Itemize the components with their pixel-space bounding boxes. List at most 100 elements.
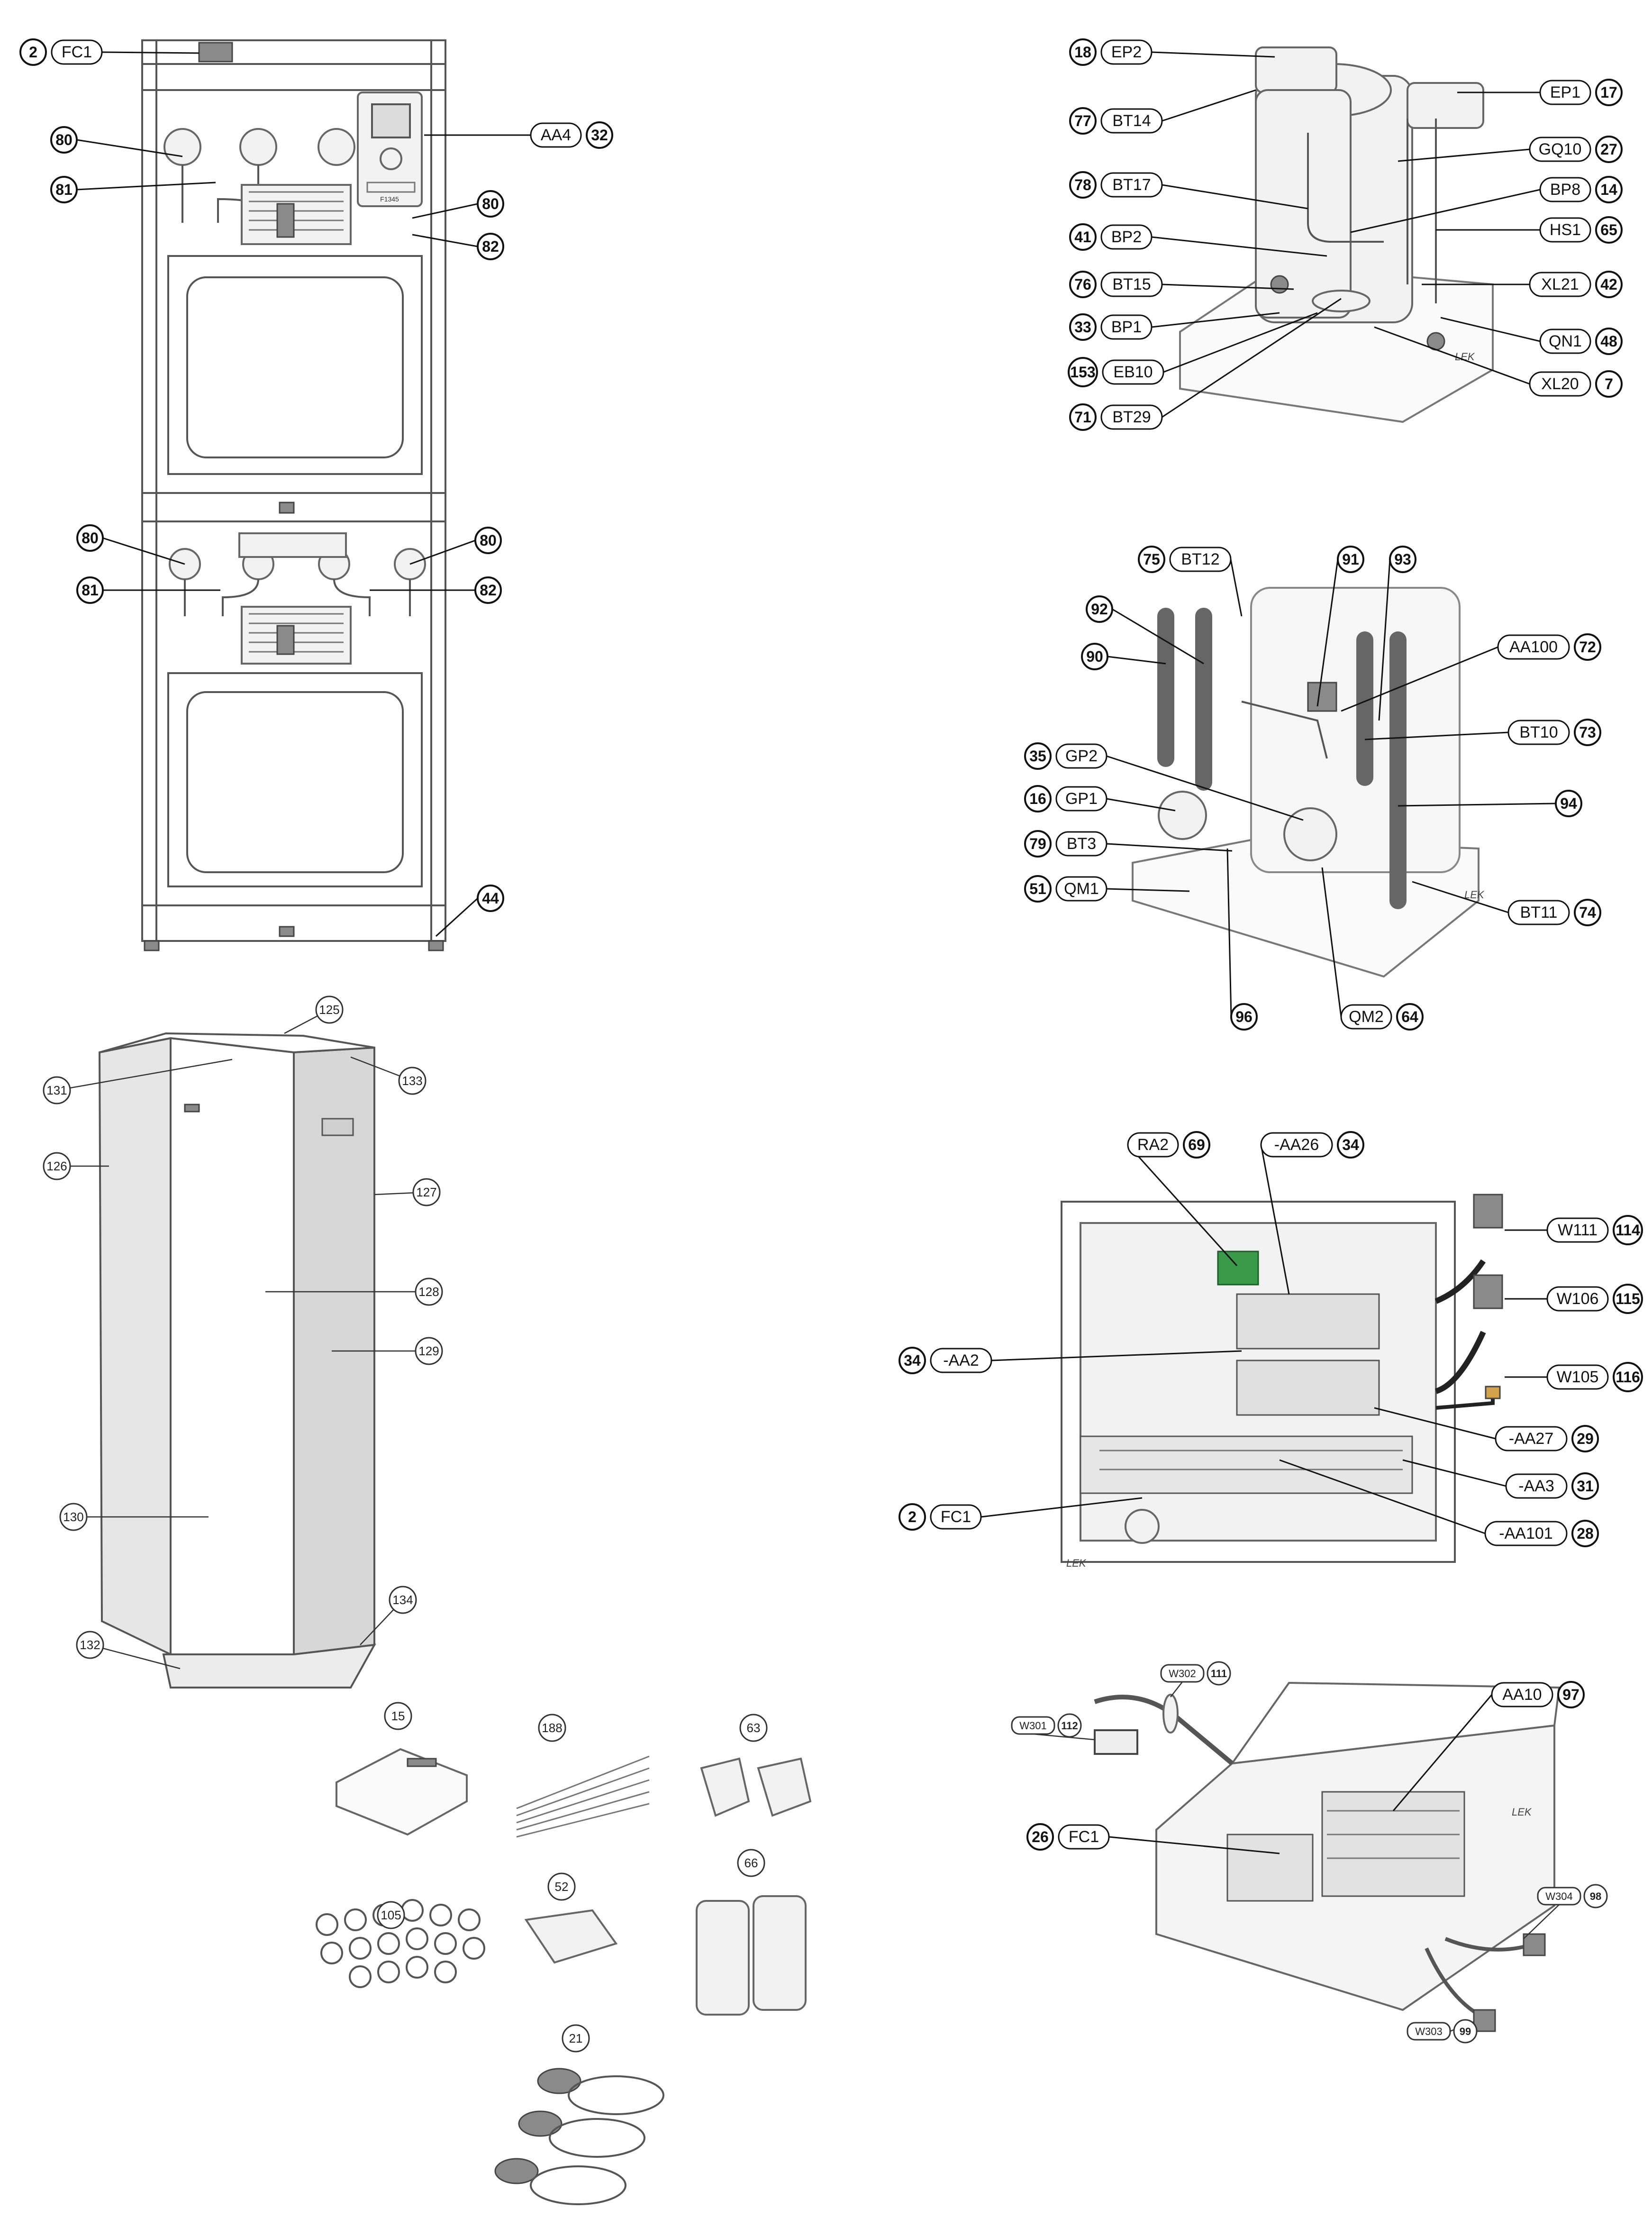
- callout-number: 77: [1074, 112, 1091, 129]
- callout-code: BT29: [1112, 408, 1151, 426]
- callout-number: 65: [1600, 221, 1617, 238]
- part-label-number: 15: [391, 1709, 405, 1723]
- leader-line: [1106, 843, 1233, 852]
- callout-code: AA10: [1502, 1686, 1542, 1704]
- leader-line: [1127, 1144, 1238, 1267]
- callout-number: 33: [1074, 319, 1091, 336]
- leader-line: [1341, 646, 1498, 712]
- leader-line: [1151, 236, 1327, 257]
- callout-number: 31: [1577, 1478, 1594, 1495]
- part-label-number: 21: [569, 2031, 583, 2045]
- wire-tag-number: 111: [1211, 1668, 1227, 1679]
- callout-code: -AA2: [943, 1351, 979, 1369]
- part-label-number: 188: [542, 1721, 562, 1735]
- callout-number: 18: [1074, 44, 1091, 61]
- leader-line: [412, 234, 478, 247]
- callout-code: FC1: [1069, 1828, 1099, 1846]
- leader-line: [991, 1350, 1242, 1361]
- callout-78-BT17: 78 BT17: [1069, 171, 1163, 199]
- callout-90: 90: [1081, 643, 1108, 670]
- part-label-126: 126: [43, 1152, 71, 1180]
- callout-code: GP1: [1065, 790, 1098, 808]
- leader-line: [76, 182, 216, 191]
- callout-code: -AA27: [1509, 1430, 1554, 1448]
- brand-mark-tray: LEK: [1512, 1806, 1532, 1818]
- callout-number: 115: [1616, 1290, 1640, 1307]
- callout-34-AA26: 34-AA26: [1260, 1131, 1364, 1159]
- leader-line: [56, 1059, 233, 1091]
- callout-92: 92: [1086, 595, 1113, 623]
- leader-line: [409, 539, 476, 565]
- part-label-number: 63: [747, 1721, 761, 1735]
- leader-line: [1170, 1681, 1183, 1698]
- callout-97-AA10: 97 AA10: [1491, 1681, 1585, 1708]
- callout-code: FC1: [62, 43, 92, 61]
- part-label-21: 21: [562, 2024, 590, 2053]
- callout-code: BT3: [1067, 835, 1096, 853]
- part-label-128: 128: [415, 1278, 443, 1306]
- part-label-188: 188: [538, 1714, 566, 1742]
- leader-line: [1162, 298, 1342, 418]
- control-display-unit: F1345: [357, 91, 423, 207]
- callout-number: 92: [1091, 601, 1108, 618]
- terminal-tray-drawing: LEK: [1094, 1681, 1561, 2032]
- part-label-127: 127: [412, 1178, 441, 1206]
- callout-number: 71: [1074, 409, 1091, 426]
- callout-code: W111: [1558, 1221, 1598, 1239]
- part-label-132: 132: [76, 1631, 104, 1659]
- part-label-131: 131: [43, 1076, 71, 1104]
- callout-number: 74: [1579, 904, 1596, 921]
- callout-number: 94: [1560, 795, 1577, 812]
- wire-tag-code: W303: [1415, 2026, 1442, 2037]
- callout-number: 80: [480, 532, 497, 549]
- part-label-130: 130: [59, 1503, 88, 1531]
- callout-number: 97: [1562, 1686, 1579, 1703]
- part-label-number: 128: [418, 1285, 439, 1299]
- callout-80: 80: [474, 527, 502, 554]
- cabinet-drawing: [98, 1032, 376, 1689]
- callout-number: 2: [29, 44, 37, 61]
- callout-number: 26: [1032, 1828, 1049, 1845]
- part-label-number: 66: [744, 1856, 758, 1870]
- callout-number: 64: [1401, 1008, 1418, 1025]
- pump-unit-drawing: LEK: [1132, 587, 1485, 978]
- leader-line: [1392, 1694, 1493, 1811]
- callout-code: BT14: [1112, 112, 1151, 130]
- part-label-number: 129: [418, 1344, 439, 1358]
- callout-number: 35: [1029, 748, 1046, 765]
- callout-number: 34: [904, 1352, 921, 1369]
- callout-code: QN1: [1549, 332, 1582, 350]
- callout-82: 82: [477, 233, 504, 260]
- leader-line: [1151, 312, 1280, 328]
- callout-93: 93: [1389, 546, 1416, 573]
- leader-line: [76, 139, 183, 157]
- callout-code: BP8: [1550, 181, 1580, 199]
- callout-number: 80: [55, 131, 73, 148]
- leader-line: [1321, 867, 1342, 1017]
- leader-line: [1316, 559, 1339, 707]
- part-label-133: 133: [398, 1067, 427, 1095]
- leader-line: [1226, 848, 1232, 1017]
- callout-number: 51: [1029, 880, 1046, 897]
- part-label-number: 52: [555, 1880, 569, 1894]
- callout-number: 32: [591, 127, 608, 144]
- part-label-15: 15: [384, 1702, 412, 1730]
- callout-code: XL21: [1541, 275, 1579, 293]
- callout-number: 34: [1342, 1136, 1359, 1153]
- leader-line: [1402, 1459, 1507, 1487]
- callout-code: BT17: [1112, 176, 1151, 194]
- callout-code: GQ10: [1539, 140, 1582, 158]
- callout-number: 14: [1600, 181, 1617, 198]
- callout-number: 78: [1074, 176, 1091, 193]
- callout-code: AA4: [541, 126, 571, 144]
